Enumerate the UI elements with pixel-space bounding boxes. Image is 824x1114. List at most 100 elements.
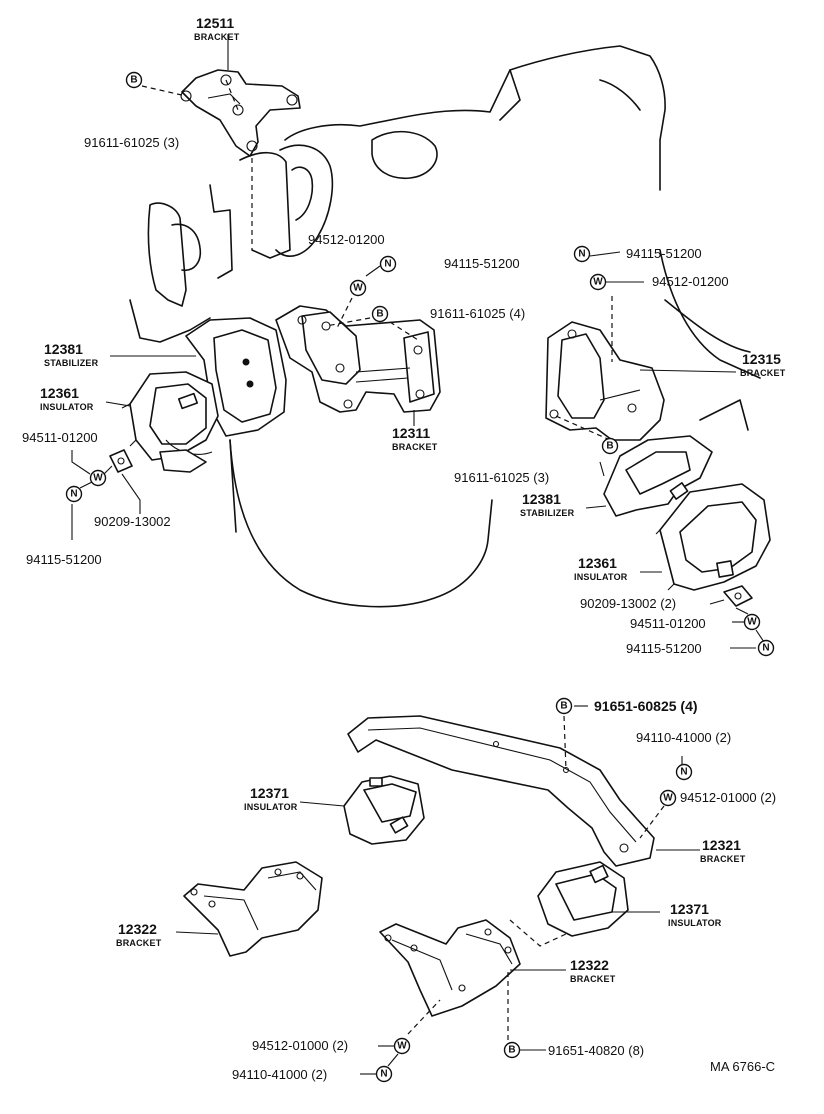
label-12371-right-name: INSULATOR bbox=[668, 918, 722, 928]
label-12361-right-number: 12361 bbox=[578, 555, 617, 571]
leader-12371-left bbox=[299, 801, 345, 807]
svg-text:W: W bbox=[93, 473, 103, 484]
leader-90209-left bbox=[121, 473, 141, 514]
nut-symbol: N bbox=[375, 1065, 393, 1083]
label-90209-13002-right: 90209-13002 (2) bbox=[580, 596, 676, 611]
label-12322-left-number: 12322 bbox=[118, 921, 157, 937]
label-12311-number: 12311 bbox=[392, 425, 430, 441]
leader-washer-plate bbox=[103, 465, 113, 475]
washer-symbol: W bbox=[659, 789, 677, 807]
washer-symbol: W bbox=[349, 279, 367, 297]
label-94512-01200-mid: 94512-01200 bbox=[308, 232, 385, 247]
svg-text:B: B bbox=[606, 441, 613, 452]
svg-text:B: B bbox=[376, 309, 383, 320]
leader-nut-washer-mid bbox=[365, 265, 381, 277]
label-12511-number: 12511 bbox=[196, 15, 234, 31]
label-94110-41000-bot: 94110-41000 (2) bbox=[232, 1067, 327, 1082]
svg-text:N: N bbox=[380, 1069, 387, 1080]
svg-text:W: W bbox=[353, 283, 363, 294]
label-94115-51200-right2: 94115-51200 bbox=[626, 641, 702, 656]
leader-12315 bbox=[639, 369, 737, 373]
label-12321-number: 12321 bbox=[702, 837, 741, 853]
bracket-12322-right bbox=[379, 919, 521, 1017]
label-94512-01000-top: 94512-01000 (2) bbox=[680, 790, 776, 805]
nut-symbol: N bbox=[379, 255, 397, 273]
leader-12361-left bbox=[105, 401, 131, 407]
nut-symbol: N bbox=[757, 639, 775, 657]
insulator-12371-left bbox=[343, 775, 425, 845]
label-12361-left-number: 12361 bbox=[40, 385, 79, 401]
label-91651-60825: 91651-60825 (4) bbox=[594, 698, 698, 714]
insulator-12361-right bbox=[655, 483, 771, 607]
nut-symbol: N bbox=[573, 245, 591, 263]
label-94511-01200-left: 94511-01200 bbox=[22, 430, 98, 445]
label-94110-41000-top: 94110-41000 (2) bbox=[636, 730, 731, 745]
leader-90209-right bbox=[709, 599, 725, 605]
label-12371-left-name: INSULATOR bbox=[244, 802, 298, 812]
label-91611-61025-mid: 91611-61025 (4) bbox=[430, 306, 525, 321]
drawing-code: MA 6766-C bbox=[710, 1059, 775, 1074]
label-12322-right-number: 12322 bbox=[570, 957, 609, 973]
leader-dash-94512-top bbox=[639, 805, 665, 839]
svg-text:W: W bbox=[663, 793, 673, 804]
leader-12381-right bbox=[585, 505, 607, 509]
bolt-symbol: B bbox=[125, 71, 143, 89]
washer-symbol: W bbox=[589, 273, 607, 291]
leader-dash-washer-mid bbox=[335, 297, 353, 331]
leader-plate-washer-right bbox=[735, 607, 749, 615]
bracket-12315 bbox=[545, 321, 665, 441]
svg-text:W: W bbox=[593, 277, 603, 288]
leader-dash-94512-bot bbox=[407, 999, 441, 1035]
svg-text:N: N bbox=[384, 259, 391, 270]
insulator-12361-left bbox=[121, 371, 219, 473]
nut-symbol: N bbox=[675, 763, 693, 781]
label-12321-name: BRACKET bbox=[700, 854, 746, 864]
label-94115-51200-right: 94115-51200 bbox=[626, 246, 702, 261]
svg-text:W: W bbox=[397, 1041, 407, 1052]
label-12315-number: 12315 bbox=[742, 351, 781, 367]
label-12371-right-number: 12371 bbox=[670, 901, 709, 917]
leader-washer-nut-right bbox=[755, 629, 765, 643]
washer-symbol: W bbox=[89, 469, 107, 487]
svg-text:B: B bbox=[508, 1045, 515, 1056]
label-94115-51200-left: 94115-51200 bbox=[26, 552, 102, 567]
label-90209-13002-left: 90209-13002 bbox=[94, 514, 171, 529]
engine-outline bbox=[129, 45, 761, 608]
label-12381-right-name: STABILIZER bbox=[520, 508, 575, 518]
leader-12322-left bbox=[175, 931, 219, 935]
label-91611-61025-top: 91611-61025 (3) bbox=[84, 135, 179, 150]
svg-text:N: N bbox=[680, 767, 687, 778]
stabilizer-12381-left bbox=[185, 317, 287, 437]
leader-nut-right bbox=[589, 251, 621, 257]
label-94511-01200-right: 94511-01200 bbox=[630, 616, 706, 631]
washer-symbol: W bbox=[743, 613, 761, 631]
stabilizer-12381-right bbox=[603, 435, 713, 517]
label-12381-right-number: 12381 bbox=[522, 491, 561, 507]
label-94512-01000-bot: 94512-01000 (2) bbox=[252, 1038, 348, 1053]
leader-dash-12371-right bbox=[509, 919, 567, 947]
svg-text:N: N bbox=[70, 489, 77, 500]
label-12322-left-name: BRACKET bbox=[116, 938, 162, 948]
svg-text:N: N bbox=[578, 249, 585, 260]
label-94512-01200-right: 94512-01200 bbox=[652, 274, 729, 289]
label-12361-right-name: INSULATOR bbox=[574, 572, 628, 582]
label-12381-left-number: 12381 bbox=[44, 341, 83, 357]
label-12371-left-number: 12371 bbox=[250, 785, 289, 801]
bracket-12322-left bbox=[183, 861, 323, 957]
plate-90209-left-shape bbox=[109, 449, 133, 473]
label-12315-name: BRACKET bbox=[740, 368, 786, 378]
leader-dash-12511 bbox=[141, 85, 187, 97]
label-12322-right-name: BRACKET bbox=[570, 974, 616, 984]
insulator-12371-right bbox=[537, 861, 629, 937]
leader-dash-12311-b bbox=[389, 321, 419, 341]
svg-text:W: W bbox=[747, 617, 757, 628]
bracket-12321 bbox=[347, 715, 655, 867]
leader-bolt-91611-right bbox=[599, 461, 605, 477]
bracket-12311 bbox=[275, 305, 441, 413]
label-91651-40820: 91651-40820 (8) bbox=[548, 1043, 644, 1058]
label-12311-name: BRACKET bbox=[392, 442, 438, 452]
leader-dash-12315-b bbox=[555, 415, 611, 441]
washer-symbol: W bbox=[393, 1037, 411, 1055]
